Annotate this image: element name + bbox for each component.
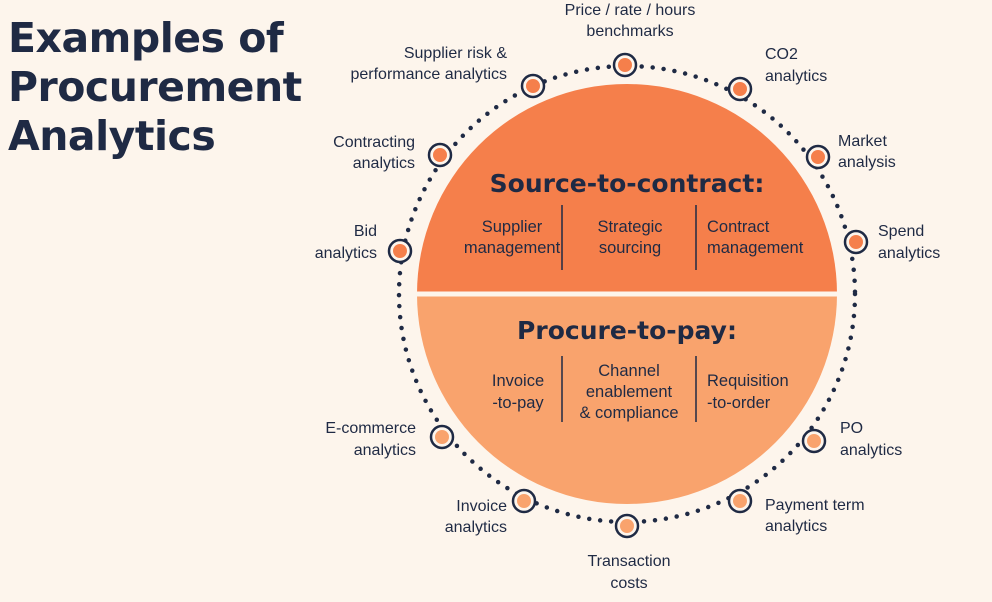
node-transaction-marker (614, 513, 640, 539)
label-price-line2: benchmarks (586, 23, 673, 40)
label-ecommerce-line1: E-commerce (325, 420, 416, 437)
supplier-management-line2: management (464, 239, 561, 257)
title-line-2: Procurement (8, 63, 302, 111)
page-title: Examples of Procurement Analytics (8, 14, 302, 161)
label-invoice-line2: analytics (445, 519, 507, 536)
source-to-contract-heading: Source-to-contract: (490, 169, 765, 198)
label-market-line1: Market (838, 133, 887, 150)
node-supplier-risk-marker (520, 73, 546, 99)
source-to-contract-half (417, 84, 837, 294)
label-payment-term-line2: analytics (765, 518, 827, 535)
procure-to-pay-heading: Procure-to-pay: (517, 316, 737, 345)
procure-to-pay-half (417, 294, 837, 504)
supplier-management-line1: Supplier (482, 218, 543, 236)
label-spend-line2: analytics (878, 245, 940, 262)
node-bid-marker (387, 238, 413, 264)
label-contracting-line1: Contracting (333, 134, 415, 151)
node-ecommerce-marker (429, 424, 455, 450)
contract-management-line2: management (707, 239, 804, 257)
label-po-line1: PO (840, 420, 863, 437)
label-payment-term-line1: Payment term (765, 497, 865, 514)
label-supplier-risk-line2: performance analytics (350, 66, 507, 83)
label-transaction-line1: Transaction (588, 553, 671, 570)
channel-enablement-line1: Channel (598, 362, 659, 380)
node-co2-marker (727, 76, 753, 102)
label-co2-line2: analytics (765, 68, 827, 85)
contract-management-line1: Contract (707, 218, 770, 236)
node-contracting-marker (427, 142, 453, 168)
dotted-ring (396, 63, 858, 525)
node-payment-term-marker (727, 488, 753, 514)
label-contracting-line2: analytics (353, 155, 415, 172)
strategic-sourcing-line2: sourcing (599, 239, 661, 257)
title-line-3: Analytics (8, 112, 216, 160)
invoice-to-pay-line1: Invoice (492, 372, 544, 390)
title-line-1: Examples of (8, 14, 284, 62)
label-price-line1: Price / rate / hours (565, 2, 696, 19)
channel-enablement-line2: enablement (586, 383, 673, 401)
requisition-to-order-line2: -to-order (707, 394, 771, 412)
node-market-marker (805, 144, 831, 170)
label-transaction-line2: costs (610, 575, 647, 592)
label-po-line2: analytics (840, 442, 902, 459)
label-ecommerce-line2: analytics (354, 442, 416, 459)
strategic-sourcing-line1: Strategic (597, 218, 662, 236)
node-markers (387, 52, 869, 539)
label-market-line2: analysis (838, 154, 896, 171)
channel-enablement-line3: & compliance (579, 404, 678, 422)
label-co2-line1: CO2 (765, 46, 798, 63)
label-spend-line1: Spend (878, 223, 924, 240)
node-invoice-marker (511, 488, 537, 514)
label-invoice-line1: Invoice (456, 498, 507, 515)
node-po-marker (801, 428, 827, 454)
invoice-to-pay-line2: -to-pay (492, 394, 544, 412)
label-supplier-risk-line1: Supplier risk & (404, 45, 507, 62)
label-bid-line1: Bid (354, 223, 377, 240)
node-spend-marker (843, 229, 869, 255)
requisition-to-order-line1: Requisition (707, 372, 789, 390)
label-bid-line2: analytics (315, 245, 377, 262)
node-price-marker (612, 52, 638, 78)
